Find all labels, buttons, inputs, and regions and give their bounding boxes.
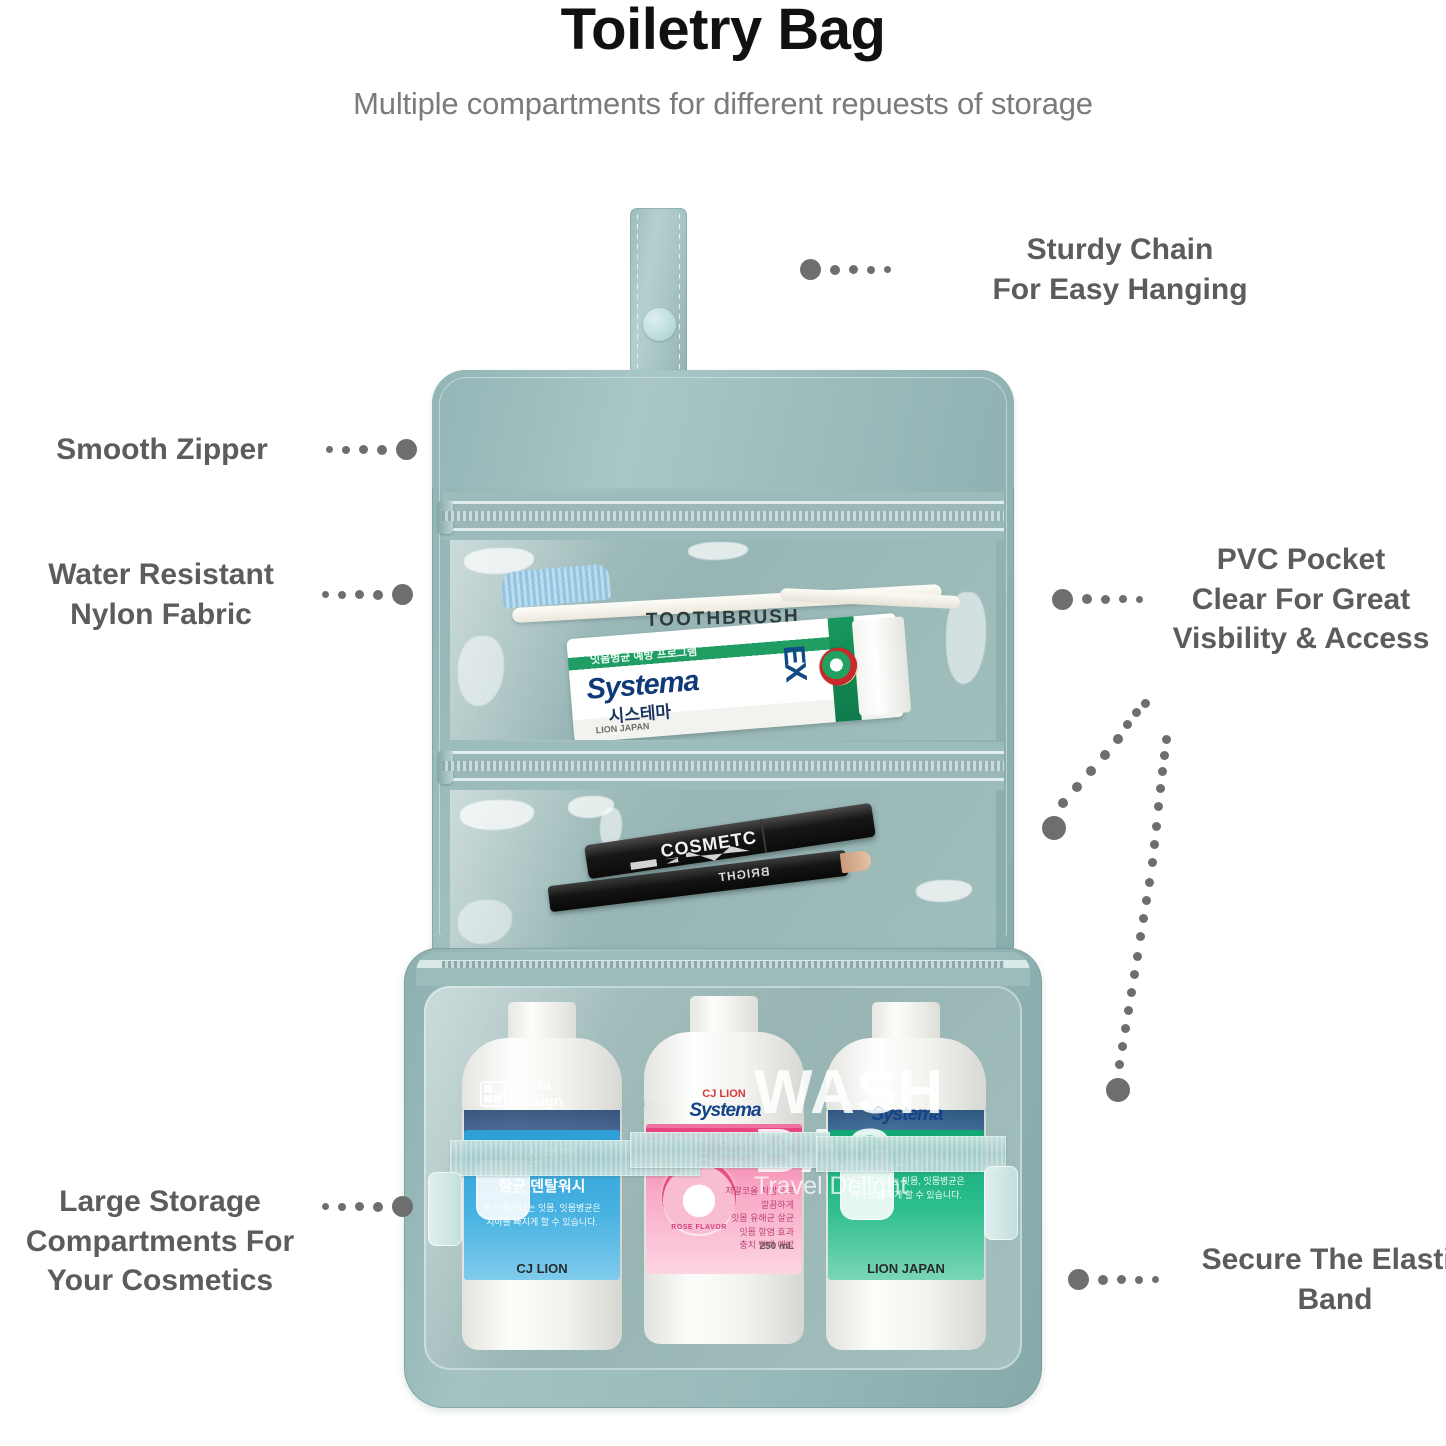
- bottle-shoulder: [644, 1032, 804, 1110]
- zipper-pull-top: [438, 500, 453, 534]
- toiletry-bag-image: TOOTHBRUSH 잇몸병균 예방 프로그램 Systema 시스테마 EX …: [398, 208, 1048, 1408]
- bottle-blue: 시스테마 항균 덴탈워시 붓고 피가나는 잇몸, 잇몸병균은 치아를 빠지게 할…: [456, 1002, 628, 1350]
- rose-flavor-text: ROSE FLAVOR: [671, 1224, 727, 1231]
- bottle-shoulder: [462, 1038, 622, 1116]
- bottle-description: 붓고 피가나는 잇몸, 잇몸병균은 치아를 빠지게 할 수 있습니다.: [483, 1203, 601, 1227]
- elastic-band-right: [816, 1136, 1006, 1172]
- bottle-description: 저알코올 처방으로 깔끔하게 잇몸 유해균 살균 잇몸 항염 효과 충치 담배 …: [725, 1186, 794, 1250]
- pvc-window-main: Travel Delight 시스테마 항균 덴탈워시 붓고 피가나는 잇몸, …: [424, 986, 1022, 1370]
- zipper-main: [416, 952, 1030, 986]
- glare: [600, 808, 622, 848]
- elastic-loop-left: [428, 1172, 462, 1246]
- botta-logo-text: Botta Design: [513, 1077, 564, 1110]
- decorative-dot-path: [1022, 699, 1212, 1120]
- page-subtitle: Multiple compartments for different repu…: [353, 86, 1093, 121]
- bottle-brand: CJ LION: [516, 1261, 568, 1276]
- snap-button-icon: [643, 308, 676, 341]
- glare: [458, 900, 512, 944]
- leader-dots: [800, 259, 891, 281]
- bag-main-compartment: Travel Delight 시스테마 항균 덴탈워시 붓고 피가나는 잇몸, …: [404, 948, 1042, 1408]
- watermark-tagline: Travel Delight: [754, 1172, 908, 1200]
- toothpaste-cap: [851, 616, 912, 717]
- mascara-seam: [760, 819, 768, 853]
- callout-label: PVC Pocket Clear For Great Visbility & A…: [1172, 543, 1430, 656]
- pencil-label: BRIGHT: [716, 864, 771, 885]
- flap-piping: [439, 377, 1007, 937]
- zipper-middle: [438, 742, 1004, 790]
- pvc-pocket-top: TOOTHBRUSH 잇몸병균 예방 프로그램 Systema 시스테마 EX …: [450, 540, 996, 740]
- zipper-top: [438, 492, 1004, 540]
- callout-pvc-pocket: PVC Pocket Clear For Great Visbility & A…: [1052, 540, 1431, 659]
- leader-dots: [1052, 588, 1143, 610]
- watermark-botta-design: Botta Design: [480, 1078, 563, 1110]
- zipper-pull-middle: [438, 750, 453, 784]
- callout-water-resistant: Water Resistant Nylon Fabric: [40, 555, 413, 634]
- pencil-tip: [839, 849, 872, 874]
- callout-label: Large Storage Compartments For Your Cosm…: [25, 1185, 295, 1298]
- callout-label: Sturdy Chain For Easy Hanging: [992, 233, 1248, 306]
- callout-label: Water Resistant Nylon Fabric: [48, 558, 274, 631]
- bag-top-flap: TOOTHBRUSH 잇몸병균 예방 프로그램 Systema 시스테마 EX …: [432, 370, 1014, 970]
- glare: [458, 636, 504, 706]
- glare: [688, 542, 748, 560]
- callout-large-storage: Large Storage Compartments For Your Cosm…: [14, 1182, 413, 1301]
- pvc-pocket-middle: BRIGHT COSMETC: [450, 790, 996, 964]
- callout-label: Smooth Zipper: [56, 433, 268, 466]
- bottle-brand: LION JAPAN: [867, 1261, 945, 1276]
- callout-label: Secure The Elastic Band: [1201, 1243, 1446, 1316]
- callout-sturdy-chain: Sturdy Chain For Easy Hanging: [800, 230, 1265, 309]
- elastic-band-center: [630, 1132, 830, 1168]
- bottle-brand-top: CJ LION: [702, 1088, 746, 1100]
- bottle-systema-logo: Systema: [871, 1104, 943, 1125]
- callout-smooth-zipper: Smooth Zipper: [42, 430, 417, 470]
- callout-secure-elastic: Secure The Elastic Band: [1068, 1240, 1446, 1319]
- page-title: Toiletry Bag: [560, 0, 886, 62]
- bottle-description: 붓고 피가나는 잇몸, 잇몸병균은 치아를 빠지게 할 수 있습니다.: [847, 1176, 965, 1200]
- glare: [460, 800, 534, 830]
- leader-dots: [322, 1196, 413, 1217]
- flap-top-edge: [432, 370, 1014, 488]
- elastic-loop-right: [984, 1166, 1018, 1240]
- botta-logo-icon: [480, 1080, 506, 1107]
- glare: [916, 880, 972, 902]
- bottle-shoulder: [826, 1038, 986, 1116]
- bottle-volume: 250 mL: [759, 1241, 794, 1252]
- toothpaste-variant: EX: [776, 643, 813, 681]
- bottle-systema-logo: Systema: [689, 1100, 761, 1121]
- leader-dots: [1068, 1269, 1159, 1291]
- leader-dots: [322, 584, 413, 606]
- leader-dots: [326, 439, 417, 461]
- toothpaste-tube: 잇몸병균 예방 프로그램 Systema 시스테마 EX LION JAPAN: [566, 612, 912, 740]
